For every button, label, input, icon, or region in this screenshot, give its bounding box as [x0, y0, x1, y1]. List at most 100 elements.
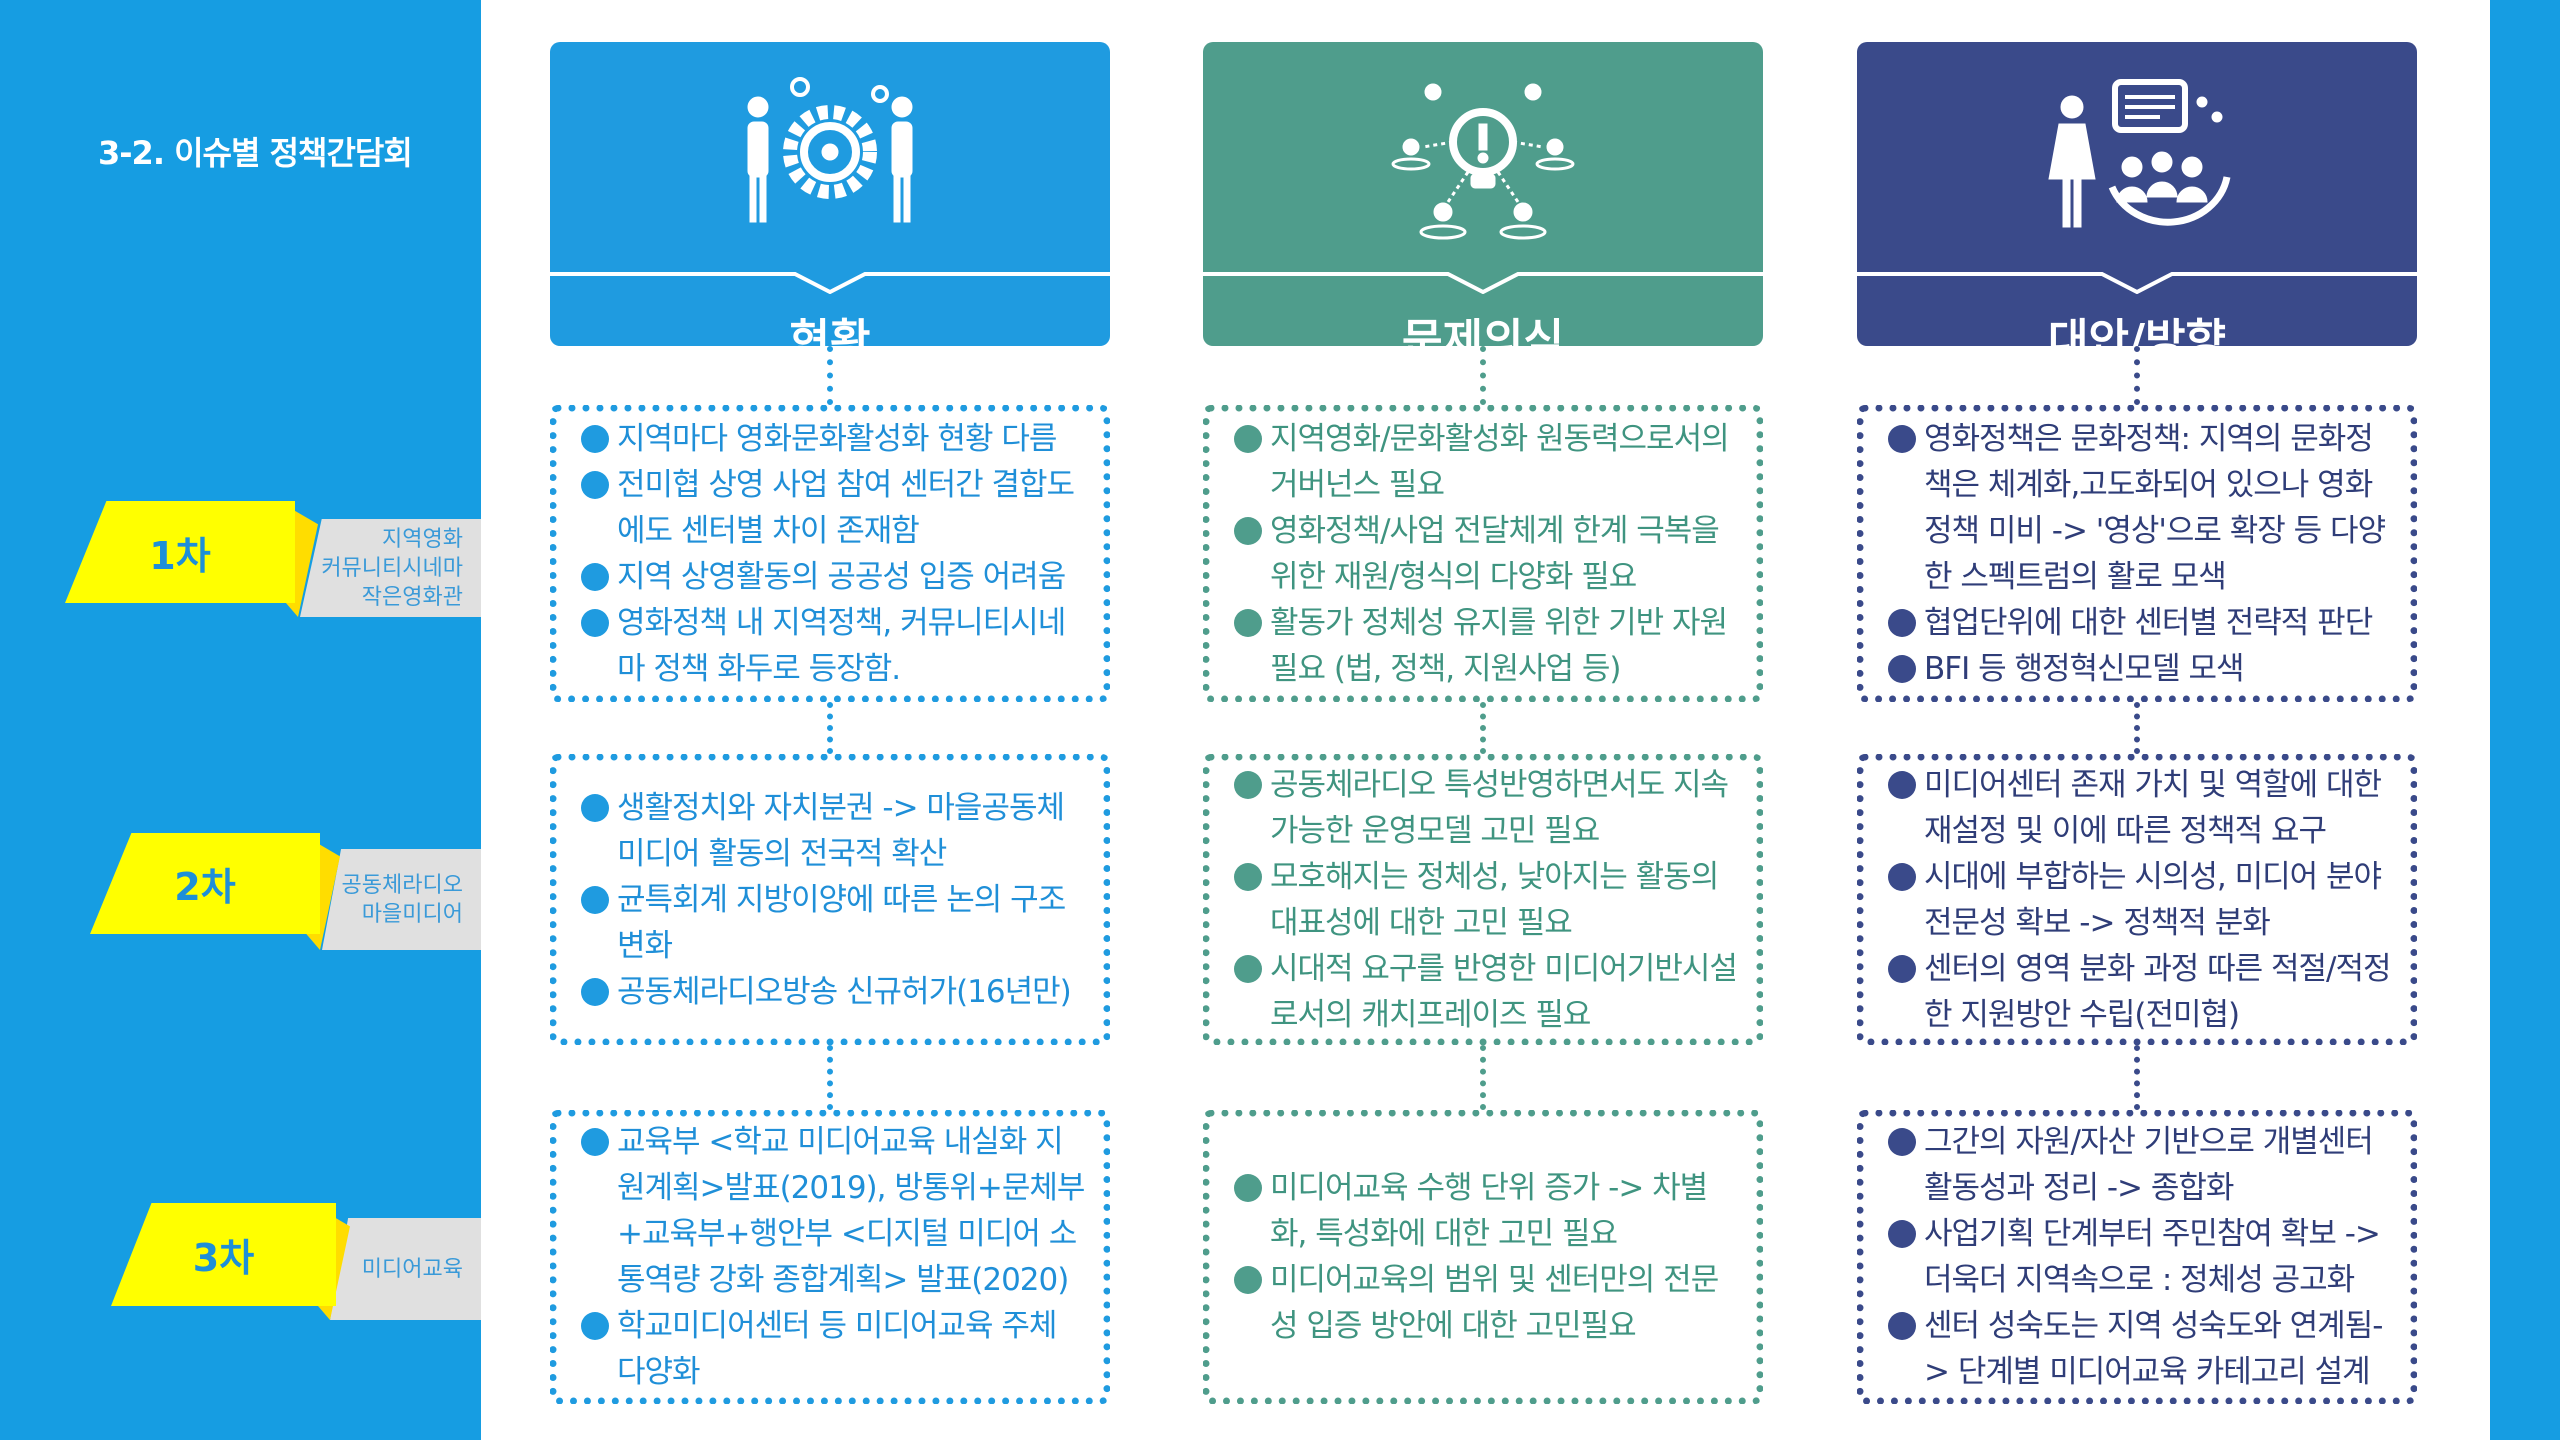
dotted-connector — [2134, 1045, 2140, 1110]
bullet-icon — [581, 1128, 609, 1156]
bullet-item: 균특회계 지방이양에 따른 논의 구조 변화 — [581, 877, 1089, 969]
dotted-connector — [827, 1045, 833, 1110]
bullet-item: 센터의 영역 분화 과정 따른 적절/적정한 지원방안 수립(전미협) — [1888, 946, 2396, 1038]
bullet-item: 생활정치와 자치분권 -> 마을공동체미디어 활동의 전국적 확산 — [581, 785, 1089, 877]
bullet-item: 영화정책 내 지역정책, 커뮤니티시네마 정책 화두로 등장함. — [581, 600, 1089, 692]
bullet-text: 지역마다 영화문화활성화 현황 다름 — [617, 420, 1057, 457]
bullet-icon — [1888, 608, 1916, 637]
bullet-text: 그간의 자원/자산 기반으로 개별센터 활동성과 정리 -> 종합화 — [1924, 1124, 2374, 1206]
topic: 작은영화관 — [361, 584, 463, 610]
bullet-text: 시대에 부합하는 시의성, 미디어 분야 전문성 확보 -> 정책적 분화 — [1924, 858, 2382, 941]
bullet-icon — [1234, 424, 1262, 453]
bullet-text: 교육부 <학교 미디어교육 내실화 지원계획>발표(2019), 방통위+문체부… — [617, 1124, 1085, 1298]
dotted-connector — [1480, 1045, 1486, 1110]
column-1-row-3-box: 교육부 <학교 미디어교육 내실화 지원계획>발표(2019), 방통위+문체부… — [550, 1110, 1110, 1404]
topic: 지역영화 — [382, 526, 463, 552]
bullet-icon — [581, 562, 609, 591]
bullet-icon — [1888, 954, 1916, 983]
bullet-item: 시대에 부합하는 시의성, 미디어 분야 전문성 확보 -> 정책적 분화 — [1888, 854, 2396, 946]
header-divider — [1857, 272, 2417, 294]
bullet-icon — [1234, 954, 1262, 983]
bullet-icon — [1234, 770, 1262, 799]
idea-network-icon — [1391, 83, 1575, 240]
bullet-icon — [1888, 770, 1916, 799]
bullet-icon — [581, 1312, 609, 1340]
round-1-label: 1차 — [65, 501, 295, 603]
bullet-item: 지역마다 영화문화활성화 현황 다름 — [581, 416, 1089, 462]
dotted-connector — [1480, 346, 1486, 405]
bullet-text: 영화정책/사업 전달체계 한계 극복을 위한 재원/형식의 다양화 필요 — [1270, 512, 1720, 595]
bullet-icon — [581, 608, 609, 637]
column-header-direction: 대안/방향 — [1857, 42, 2417, 366]
bullet-icon — [581, 885, 609, 914]
bullet-icon — [581, 470, 609, 499]
bullet-icon — [1888, 1312, 1916, 1340]
bullet-item: 영화정책/사업 전달체계 한계 극복을 위한 재원/형식의 다양화 필요 — [1234, 508, 1742, 600]
bullet-item: 사업기획 단계부터 주민참여 확보 -> 더욱더 지역속으로 : 정체성 공고화 — [1888, 1211, 2396, 1303]
bullet-text: 미디어교육의 범위 및 센터만의 전문성 입증 방안에 대한 고민필요 — [1270, 1262, 1719, 1344]
bullet-text: 학교미디어센터 등 미디어교육 주체 다양화 — [617, 1308, 1057, 1390]
bullet-item: 미디어교육의 범위 및 센터만의 전문성 입증 방안에 대한 고민필요 — [1234, 1257, 1742, 1349]
bullet-text: 모호해지는 정체성, 낮아지는 활동의 대표성에 대한 고민 필요 — [1270, 858, 1719, 941]
bullet-text: 공동체라디오방송 신규허가(16년만) — [617, 973, 1072, 1010]
dotted-connector — [2134, 346, 2140, 405]
bullet-icon — [1888, 1220, 1916, 1248]
header-divider — [550, 272, 1110, 294]
bullet-item: 시대적 요구를 반영한 미디어기반시설로서의 캐치프레이즈 필요 — [1234, 946, 1742, 1038]
round-2-label: 2차 — [90, 833, 320, 934]
dotted-connector — [2134, 702, 2140, 754]
round-3-label: 3차 — [111, 1203, 336, 1306]
bullet-item: 센터 성숙도는 지역 성숙도와 연계됨-> 단계별 미디어교육 카테고리 설계 — [1888, 1303, 2396, 1395]
bullet-icon — [1234, 516, 1262, 545]
bullet-text: 전미협 상영 사업 참여 센터간 결합도에도 센터별 차이 존재함 — [617, 466, 1075, 549]
dotted-connector — [827, 346, 833, 405]
bullet-item: 영화정책은 문화정책: 지역의 문화정책은 체계화,고도화되어 있으나 영화정책… — [1888, 416, 2396, 600]
bullet-icon — [1888, 424, 1916, 453]
bullet-item: 지역영화/문화활성화 원동력으로서의 거버넌스 필요 — [1234, 416, 1742, 508]
bullet-icon — [1888, 654, 1916, 683]
left-panel — [0, 0, 481, 1440]
bullet-item: 활동가 정체성 유지를 위한 기반 자원 필요 (법, 정책, 지원사업 등) — [1234, 600, 1742, 692]
topic: 마을미디어 — [361, 901, 463, 927]
bullet-icon — [1234, 608, 1262, 637]
round-label-text: 3차 — [192, 1236, 255, 1280]
column-header-status: 현황 — [550, 42, 1110, 366]
header-divider — [1203, 272, 1763, 294]
topic: 커뮤니티시네마 — [321, 555, 463, 581]
bullet-text: 영화정책은 문화정책: 지역의 문화정책은 체계화,고도화되어 있으나 영화정책… — [1924, 420, 2386, 595]
bullet-item: 전미협 상영 사업 참여 센터간 결합도에도 센터별 차이 존재함 — [581, 462, 1089, 554]
bullet-icon — [1234, 1174, 1262, 1202]
bullet-item: BFI 등 행정혁신모델 모색 — [1888, 646, 2396, 692]
bullet-item: 지역 상영활동의 공공성 입증 어려움 — [581, 554, 1089, 600]
bullet-text: 미디어센터 존재 가치 및 역할에 대한 재설정 및 이에 따른 정책적 요구 — [1924, 766, 2382, 849]
round-3-topics: 미디어교육 — [330, 1218, 481, 1320]
bullet-item: 그간의 자원/자산 기반으로 개별센터 활동성과 정리 -> 종합화 — [1888, 1119, 2396, 1211]
bullet-icon — [1888, 1128, 1916, 1156]
bullet-text: 사업기획 단계부터 주민참여 확보 -> 더욱더 지역속으로 : 정체성 공고화 — [1924, 1216, 2381, 1298]
bullet-text: 영화정책 내 지역정책, 커뮤니티시네마 정책 화두로 등장함. — [617, 604, 1066, 687]
bullet-icon — [581, 793, 609, 822]
bullet-item: 미디어교육 수행 단위 증가 -> 차별화, 특성화에 대한 고민 필요 — [1234, 1165, 1742, 1257]
bullet-text: 공동체라디오 특성반영하면서도 지속가능한 운영모델 고민 필요 — [1270, 766, 1729, 849]
dotted-connector — [827, 702, 833, 754]
section-title: 3-2. 이슈별 정책간담회 — [98, 134, 413, 172]
bullet-item: 협업단위에 대한 센터별 전략적 판단 — [1888, 600, 2396, 646]
gear-people-icon — [747, 77, 913, 223]
column-header-issue: 문제의식 — [1203, 42, 1763, 366]
bullet-item: 미디어센터 존재 가치 및 역할에 대한 재설정 및 이에 따른 정책적 요구 — [1888, 762, 2396, 854]
bullet-item: 교육부 <학교 미디어교육 내실화 지원계획>발표(2019), 방통위+문체부… — [581, 1119, 1089, 1303]
bullet-text: 센터의 영역 분화 과정 따른 적절/적정한 지원방안 수립(전미협) — [1924, 950, 2392, 1033]
round-label-text: 2차 — [174, 865, 236, 909]
bullet-text: BFI 등 행정혁신모델 모색 — [1924, 650, 2244, 687]
bullet-text: 센터 성숙도는 지역 성숙도와 연계됨-> 단계별 미디어교육 카테고리 설계 — [1924, 1308, 2383, 1390]
right-strip — [2490, 0, 2560, 1440]
bullet-icon — [1234, 862, 1262, 891]
round-label-text: 1차 — [149, 533, 211, 578]
bullet-item: 모호해지는 정체성, 낮아지는 활동의 대표성에 대한 고민 필요 — [1234, 854, 1742, 946]
bullet-text: 활동가 정체성 유지를 위한 기반 자원 필요 (법, 정책, 지원사업 등) — [1270, 604, 1728, 687]
